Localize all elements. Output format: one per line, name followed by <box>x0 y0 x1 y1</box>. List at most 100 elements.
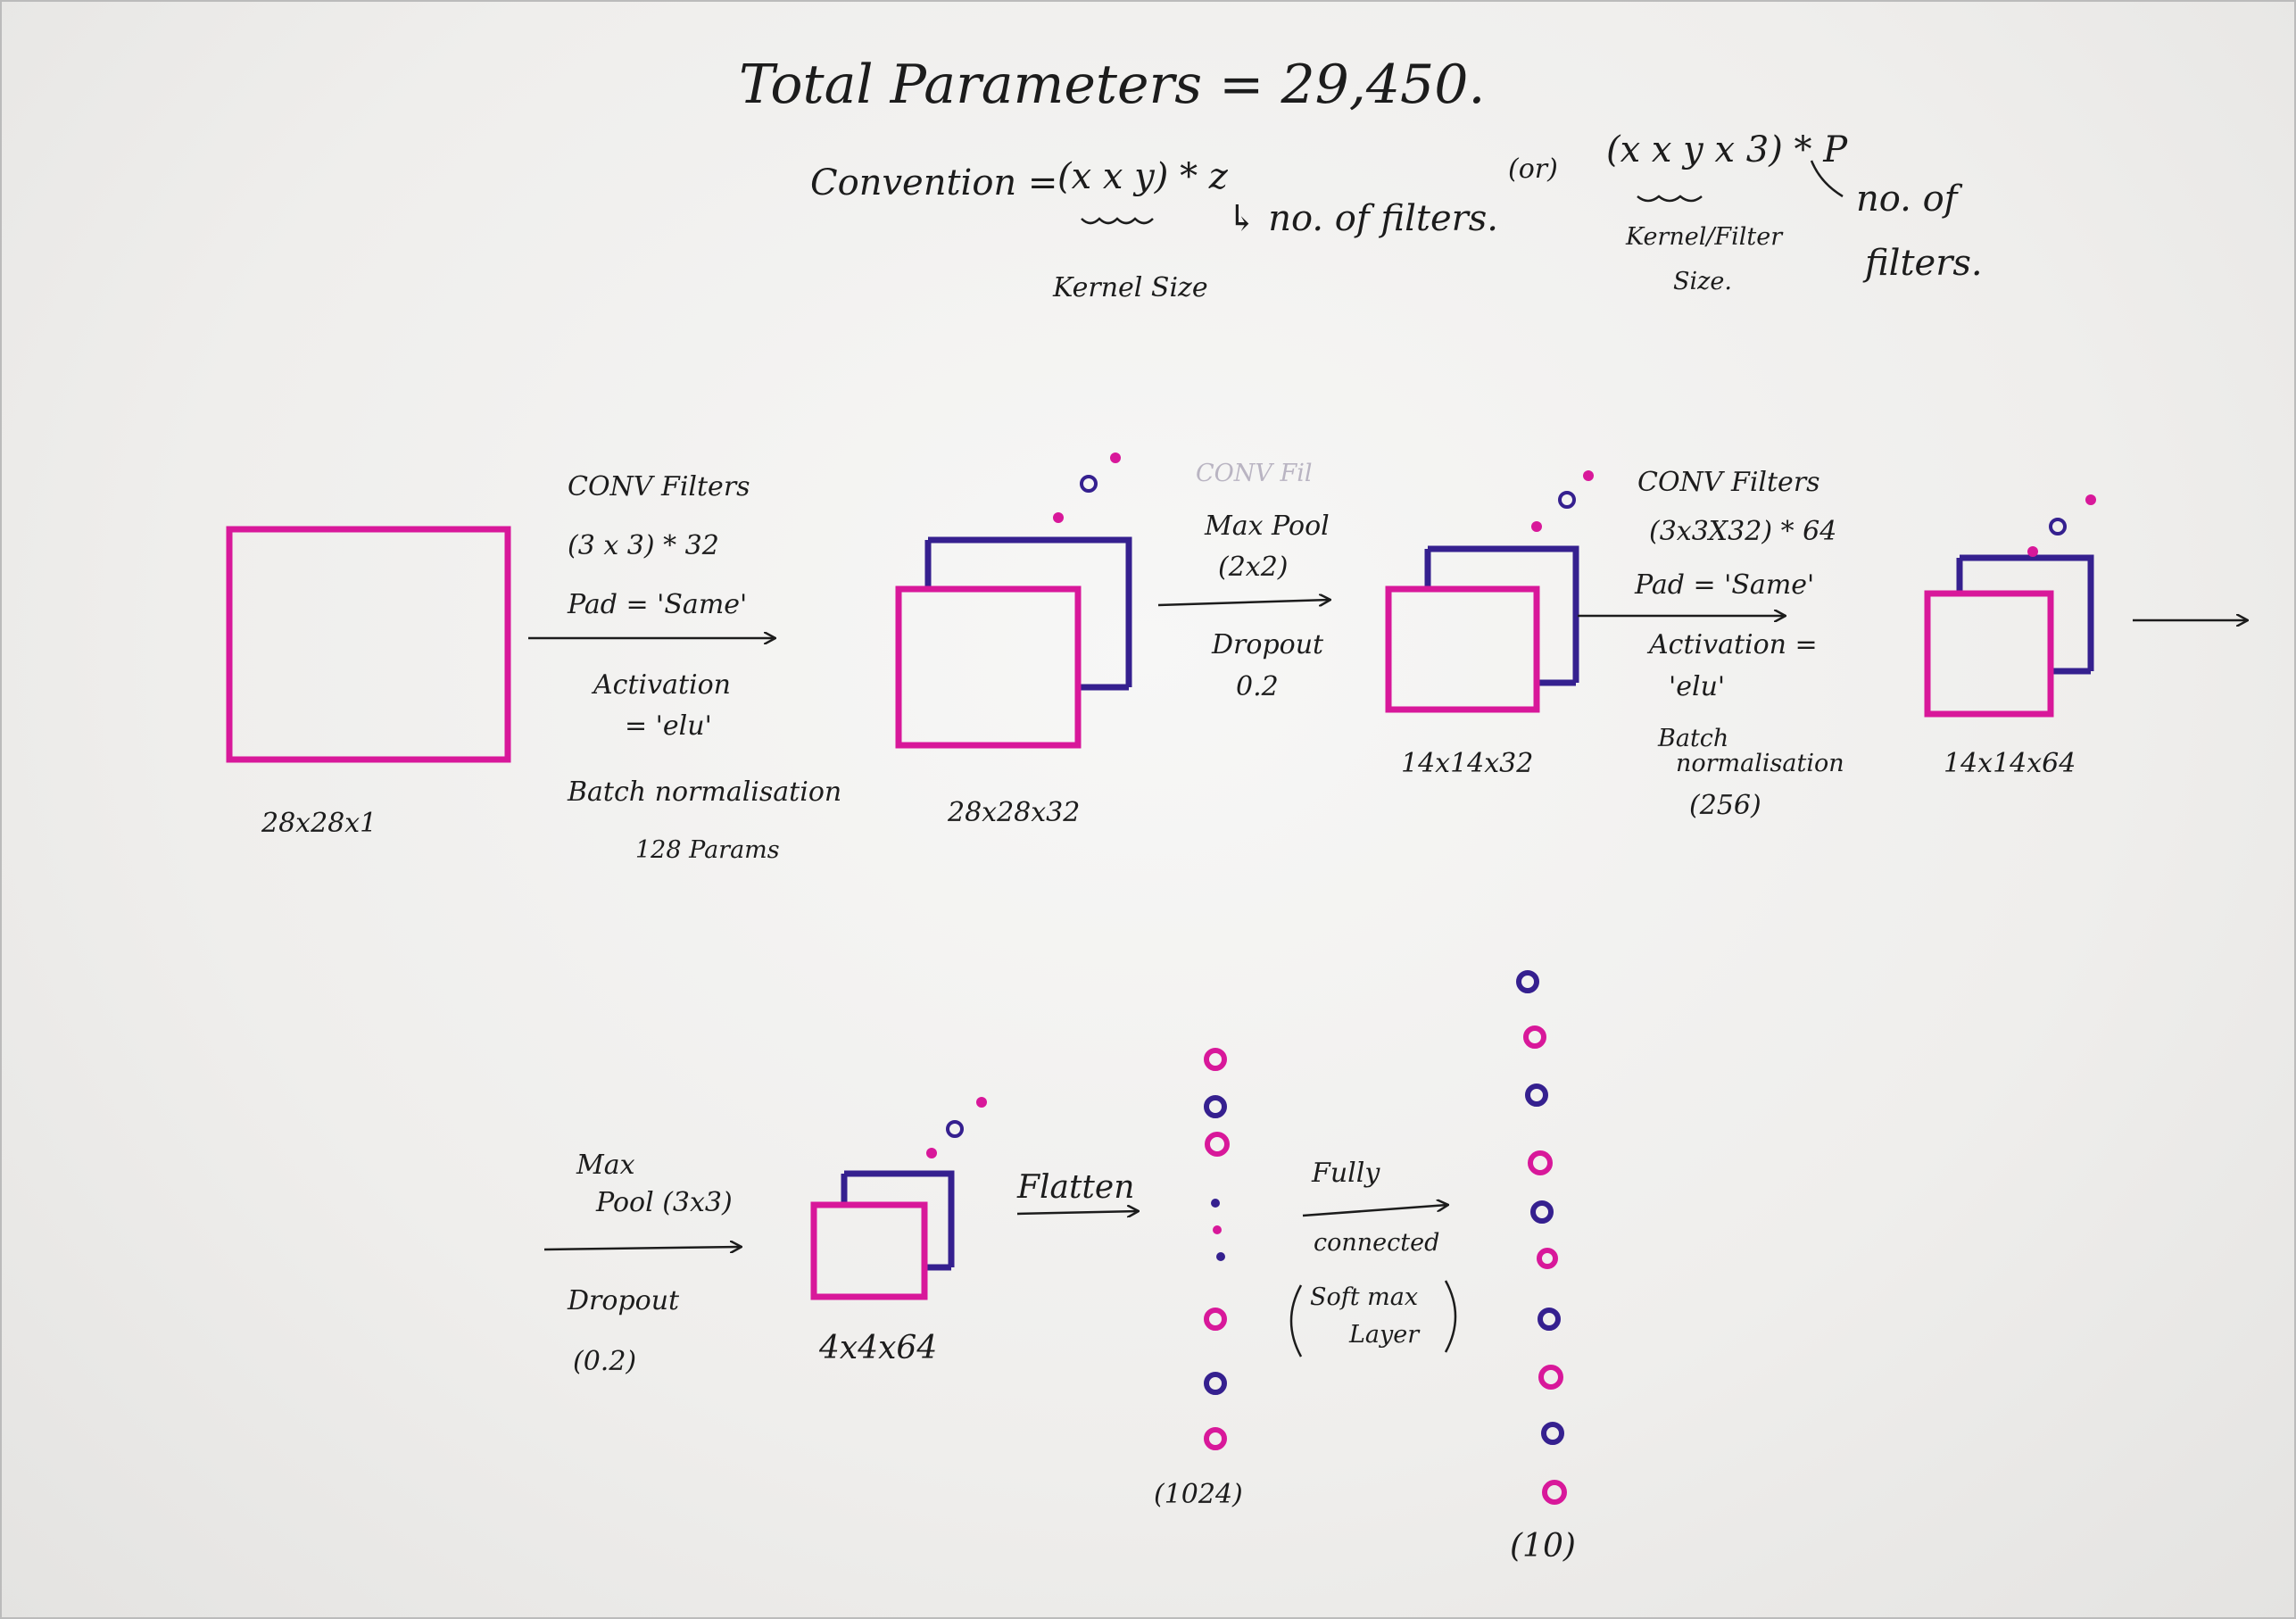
formula-b: (x x y x 3) * P <box>1606 129 1848 170</box>
flat-ellipsis-dot <box>1216 1252 1225 1261</box>
pool2-dropout: Dropout <box>568 1285 680 1316</box>
pool1-title: Max Pool <box>1205 511 1330 542</box>
fm1-dot-1 <box>1053 512 1064 523</box>
conv1-kernel: (3 x 3) * 32 <box>568 530 719 561</box>
pool1-arrow <box>1157 600 1330 605</box>
conv2-batch-1: Batch <box>1658 725 1729 752</box>
pool2-rate: (0.2) <box>573 1346 637 1377</box>
fm4-dot-2 <box>946 1120 964 1138</box>
total-parameters: Total Parameters = 29,450. <box>739 54 1486 116</box>
fm4-dot-1 <box>926 1148 937 1158</box>
flat-neuron <box>1205 1132 1230 1157</box>
output-count: (10) <box>1510 1528 1576 1565</box>
fm1-front-square <box>895 585 1082 749</box>
conv2-batch-2: normalisation <box>1676 750 1844 777</box>
pool2-title-2: Pool (3x3) <box>596 1187 733 1218</box>
fm2-front-square <box>1385 585 1540 713</box>
kernel-size-brace <box>1081 217 1154 225</box>
conv2-title: CONV Filters <box>1637 467 1820 498</box>
flat-neuron <box>1204 1308 1227 1331</box>
fm3-dot-2 <box>2049 518 2067 536</box>
out-neuron <box>1516 970 1539 993</box>
flat-neuron <box>1204 1372 1227 1395</box>
flat-ellipsis-dot <box>1211 1199 1220 1208</box>
conv2-kernel: (3x3X32) * 64 <box>1649 516 1837 547</box>
input-square <box>226 526 511 763</box>
fm4-dot-3 <box>976 1097 987 1108</box>
fm2-back-square <box>1428 545 1579 683</box>
fm4-dims: 4x4x64 <box>819 1330 938 1366</box>
pool1-size: (2x2) <box>1218 552 1289 583</box>
out-neuron <box>1542 1480 1567 1505</box>
convention-label: Convention = <box>810 162 1058 203</box>
no-of-filters-b-1: no. of <box>1856 179 1958 220</box>
fm2-dot-1 <box>1531 521 1542 532</box>
flat-count: (1024) <box>1154 1479 1243 1510</box>
out-neuron <box>1538 1365 1563 1390</box>
fm2-dot-2 <box>1558 491 1576 509</box>
fm4-back-square <box>844 1170 955 1267</box>
softmax-paren-left <box>1289 1284 1303 1357</box>
filters-hook-arrow <box>1810 160 1844 198</box>
flatten-arrow <box>1016 1211 1138 1214</box>
out-neuron <box>1537 1248 1558 1269</box>
fc-title-4: Layer <box>1349 1321 1420 1349</box>
out-neuron <box>1528 1150 1553 1175</box>
conv1-batch-norm: Batch normalisation <box>568 776 842 808</box>
softmax-paren-right <box>1444 1280 1457 1353</box>
conv2-activation-2: 'elu' <box>1669 671 1726 702</box>
flat-neuron <box>1204 1427 1227 1450</box>
fc-arrow <box>1302 1205 1447 1217</box>
conv1-activation-2: = 'elu' <box>625 710 712 742</box>
out-neuron <box>1525 1083 1548 1107</box>
fc-title-3: Soft max <box>1310 1283 1419 1311</box>
formula-a: (x x y) * z <box>1057 156 1228 197</box>
fm1-dot-3 <box>1110 452 1121 463</box>
conv1-activation-1: Activation <box>593 669 731 701</box>
conv2-pad: Pad = 'Same' <box>1635 569 1815 601</box>
pool2-arrow <box>543 1247 741 1250</box>
flat-neuron <box>1204 1048 1227 1071</box>
kernel-filter-size-1: Kernel/Filter <box>1626 223 1783 251</box>
flatten-vector <box>1204 1048 1230 1450</box>
fm1-back-square <box>928 536 1132 687</box>
conv1-params: 128 Params <box>635 836 780 864</box>
kernel-size-label: Kernel Size <box>1053 272 1208 303</box>
pool1-dropout: Dropout <box>1212 629 1324 660</box>
kernel-filter-size-2: Size. <box>1673 268 1732 295</box>
fm3-front-square <box>1924 590 2054 718</box>
fm3-dot-1 <box>2027 546 2038 557</box>
or-label: (or) <box>1508 154 1558 185</box>
out-neuron <box>1530 1200 1554 1224</box>
fm2-dot-3 <box>1583 470 1594 481</box>
fm1-dot-2 <box>1080 475 1098 493</box>
output-layer <box>1516 970 1567 1505</box>
fm3-dot-3 <box>2085 494 2096 505</box>
no-of-filters-b-2: filters. <box>1865 243 1983 284</box>
conv2-activation-1: Activation = <box>1649 629 1818 660</box>
conv1-pad: Pad = 'Same' <box>568 589 748 620</box>
conv2-params: (256) <box>1689 790 1761 821</box>
kernel-filter-brace <box>1637 195 1703 203</box>
fm3-back-square <box>1960 554 2094 671</box>
fm1-dims: 28x28x32 <box>948 797 1081 828</box>
input-dims: 28x28x1 <box>261 808 377 839</box>
flat-ellipsis-dot <box>1213 1225 1222 1234</box>
pool1-rate: 0.2 <box>1236 671 1279 702</box>
out-neuron <box>1538 1308 1561 1331</box>
flat-neuron <box>1204 1095 1227 1118</box>
fc-title-2: connected <box>1314 1229 1440 1257</box>
pool1-faint-text: CONV Fil <box>1196 460 1313 487</box>
fm4-front-square <box>810 1201 928 1300</box>
conv1-title: CONV Filters <box>568 471 750 502</box>
fm3-dims: 14x14x64 <box>1944 748 2076 779</box>
no-of-filters-a: ↳ no. of filters. <box>1227 198 1498 239</box>
out-neuron <box>1523 1025 1546 1049</box>
pool2-title-1: Max <box>576 1150 635 1181</box>
fc-title-1: Fully <box>1312 1158 1380 1189</box>
fm2-dims: 14x14x32 <box>1401 748 1534 779</box>
flatten-label: Flatten <box>1017 1169 1135 1206</box>
out-neuron <box>1541 1422 1564 1445</box>
